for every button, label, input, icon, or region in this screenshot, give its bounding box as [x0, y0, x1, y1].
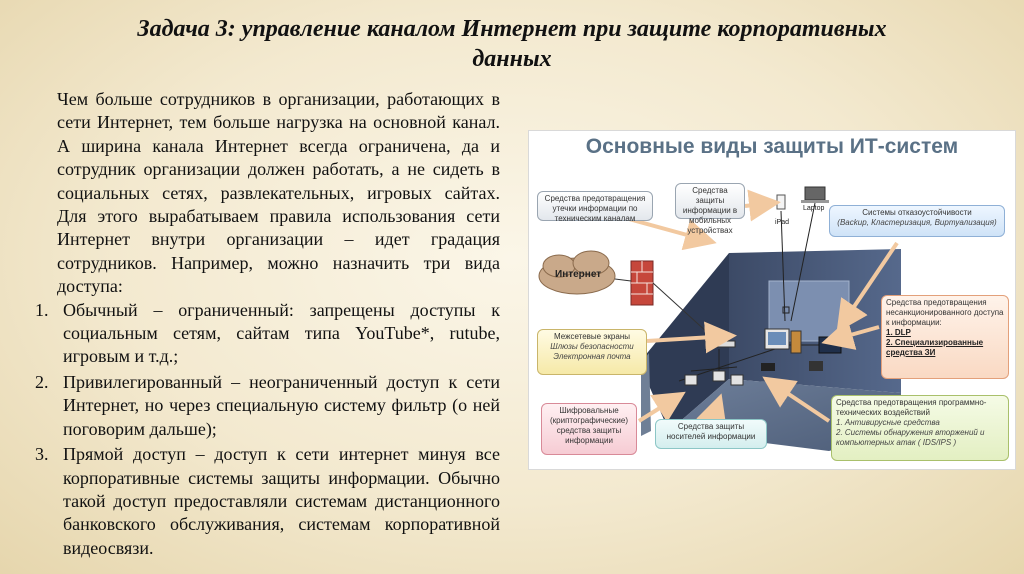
it-protection-diagram: Основные виды защиты ИТ-систем Средства …: [528, 130, 1016, 470]
fault-tolerance-callout: Системы отказоустойчивости (Backup, Клас…: [829, 205, 1005, 237]
malware-ids: 2. Системы обнаружения вторжений и компь…: [836, 428, 985, 447]
router-icon: [809, 361, 823, 371]
ipad-label: iPad: [775, 219, 790, 226]
switch-icon: [706, 340, 736, 348]
text-column: Чем больше сотрудников в организации, ра…: [25, 88, 500, 560]
list-item-text: Привилегированный – неограниченный досту…: [63, 371, 500, 439]
workstations-icon: [684, 366, 744, 386]
list-item-text: Обычный – ограниченный: запрещены доступ…: [63, 299, 500, 367]
list-item-number: 1.: [35, 299, 49, 320]
firewall-email: Электронная почта: [553, 352, 631, 361]
nsd-dlp: 1. DLP: [886, 328, 911, 337]
firewall-gateways: Шлюзы безопасности: [550, 342, 634, 351]
diagram-title: Основные виды защиты ИТ-систем: [585, 135, 959, 158]
room-left-wall: [639, 253, 729, 431]
media-protection-callout: Средства защиты носителей информации: [655, 419, 767, 449]
nsd-callout: Средства предотвращения несанкционирован…: [881, 295, 1009, 379]
list-item-number: 2.: [35, 371, 49, 392]
title-line-1: Задача 3: управление каналом Интернет пр…: [137, 16, 887, 42]
list-item: 3. Прямой доступ – доступ к сети интерне…: [25, 443, 500, 560]
laptop-icon: [804, 186, 826, 201]
list-item: 1. Обычный – ограниченный: запрещены дос…: [25, 299, 500, 369]
fault-tolerance-title: Системы отказоустойчивости: [862, 208, 972, 217]
leak-protection-callout: Средства предотвращения утечки информаци…: [537, 191, 653, 223]
firewall-callout: Межсетевые экраны Шлюзы безопасности Эле…: [537, 329, 647, 375]
nsd-special: 2. Специализированные средства ЗИ: [886, 338, 984, 357]
slide-title: Задача 3: управление каналом Интернет пр…: [60, 14, 964, 74]
malware-protection-callout: Средства предотвращения программно-техни…: [831, 395, 1009, 461]
fault-tolerance-subtitle: (Backup, Кластеризация, Виртуализация): [837, 218, 997, 227]
crypto-callout: Шифровальные (криптографические) средств…: [541, 403, 637, 455]
internet-cloud-icon: [538, 250, 616, 295]
list-item-text: Прямой доступ – доступ к сети интернет м…: [63, 444, 500, 558]
firewall-brick-icon: [630, 260, 654, 306]
list-item-number: 3.: [35, 444, 49, 465]
malware-antivirus: 1. Антивирусные средства: [836, 418, 940, 427]
malware-title: Средства предотвращения программно-техни…: [836, 398, 987, 417]
modem-icon: [761, 363, 775, 371]
title-line-2: данных: [472, 46, 552, 72]
list-item: 2. Привилегированный – неограниченный до…: [25, 371, 500, 441]
intro-paragraph: Чем больше сотрудников в организации, ра…: [57, 89, 500, 297]
laptop-label: Laptop: [803, 205, 825, 212]
firewall-title: Межсетевые экраны: [554, 332, 630, 341]
nsd-title: Средства предотвращения несанкционирован…: [886, 298, 1004, 327]
access-types-list: 1. Обычный – ограниченный: запрещены дос…: [25, 299, 500, 560]
internet-label: Интернет: [555, 269, 602, 280]
mobile-protection-callout: Средства защиты информации в мобильных у…: [675, 183, 745, 235]
ipad-icon: [776, 194, 786, 210]
